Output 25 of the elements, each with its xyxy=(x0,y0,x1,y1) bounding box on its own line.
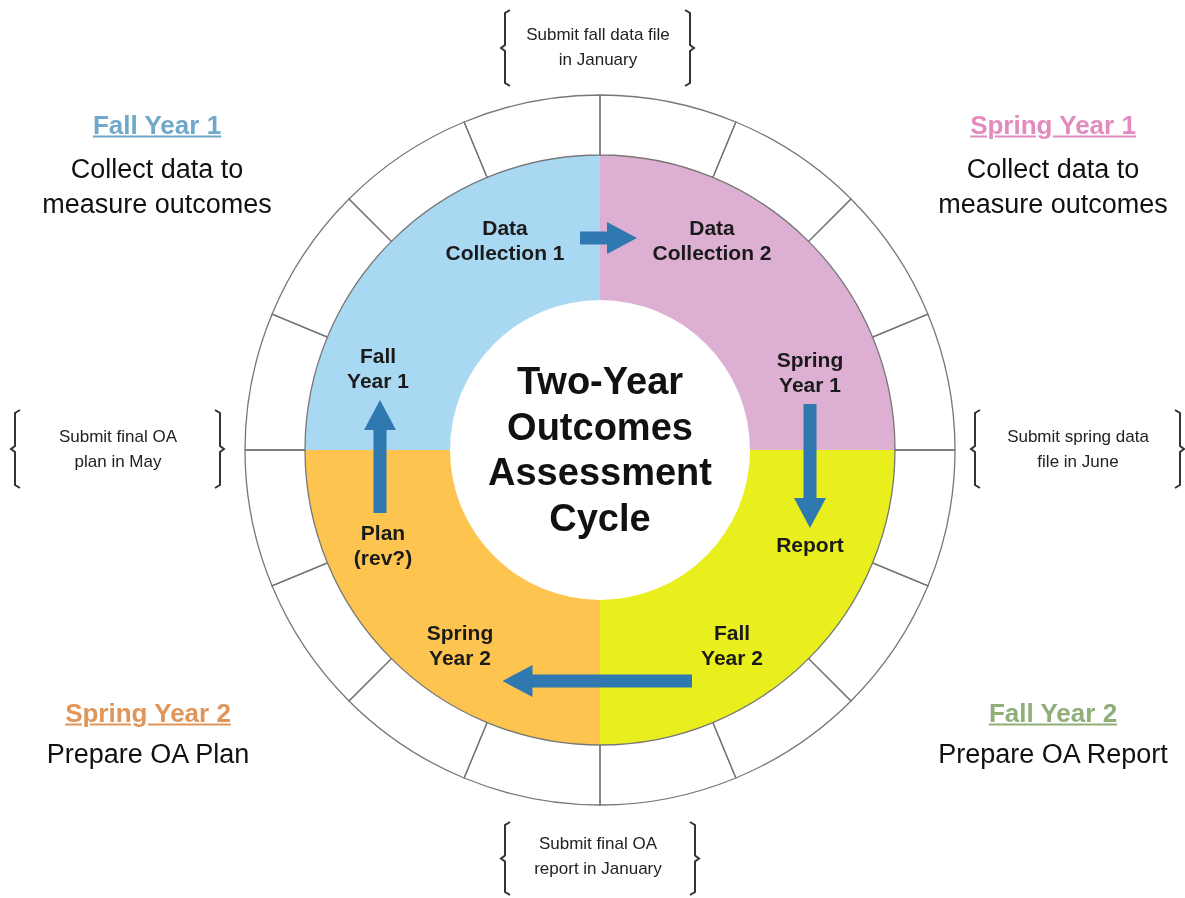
season-description: Collect data to measure outcomes xyxy=(41,152,273,221)
stage-label: Report xyxy=(776,532,844,558)
note-text: Submit final OA report in January xyxy=(533,833,663,880)
arrow xyxy=(580,222,637,254)
note-text: Submit spring data file in June xyxy=(1006,426,1150,473)
stage-label: Spring Year 2 xyxy=(425,619,495,671)
season-description: Collect data to measure outcomes xyxy=(937,152,1169,221)
stage-label: Spring Year 1 xyxy=(775,346,845,398)
stage-label: Fall Year 2 xyxy=(700,619,764,671)
season-heading: Spring Year 2 xyxy=(65,697,231,729)
note-text: Submit final OA plan in May xyxy=(57,426,179,473)
arrow xyxy=(794,404,826,528)
arrow xyxy=(502,665,692,697)
stage-label: Data Collection 2 xyxy=(651,214,773,266)
cycle-title: Two-Year Outcomes Assessment Cycle xyxy=(487,358,713,541)
season-heading: Fall Year 1 xyxy=(92,109,222,141)
season-heading: Spring Year 1 xyxy=(970,109,1136,141)
arrow xyxy=(364,400,396,513)
stage-label: Data Collection 1 xyxy=(444,214,566,266)
season-heading: Fall Year 2 xyxy=(988,697,1118,729)
stage-label: Plan (rev?) xyxy=(352,519,414,571)
stage-label: Fall Year 1 xyxy=(346,342,410,394)
season-description: Prepare OA Plan xyxy=(45,738,251,772)
season-description: Prepare OA Report xyxy=(937,738,1169,772)
note-text: Submit fall data file in January xyxy=(525,24,671,71)
